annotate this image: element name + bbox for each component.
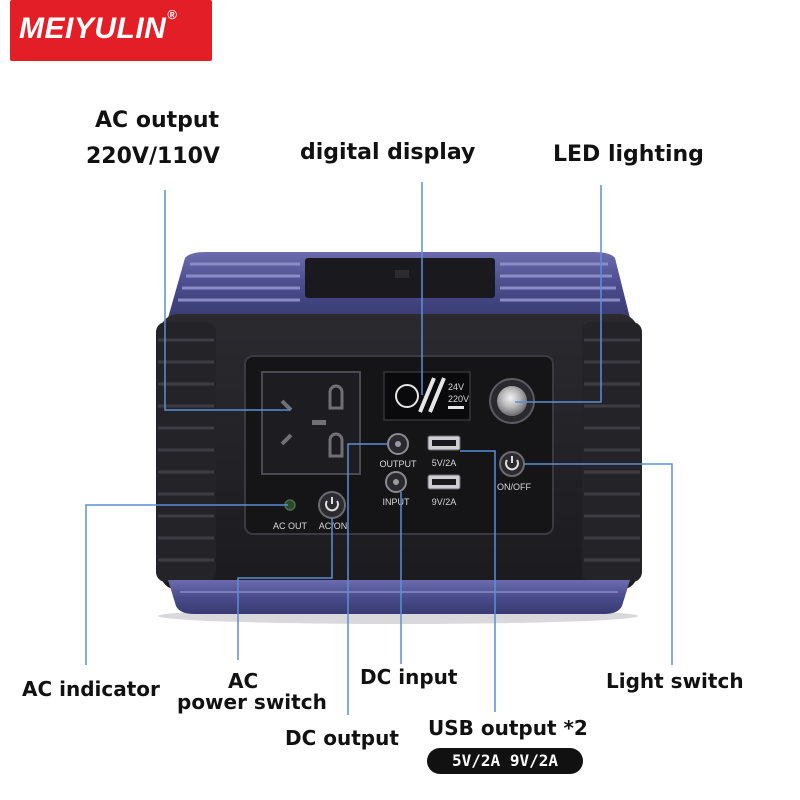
light-switch-button[interactable]: [499, 451, 525, 477]
callout-usb-output: USB output *2: [428, 716, 588, 740]
svg-text:24V: 24V: [448, 382, 464, 392]
callout-dc-output: DC output: [285, 726, 399, 750]
panel-label-output: OUTPUT: [380, 459, 418, 469]
callout-lines: [85, 182, 673, 715]
panel-label-ac-out: AC OUT: [273, 521, 308, 531]
callout-ac-indicator: AC indicator: [22, 677, 160, 701]
brand-name: MEIYULIN®: [19, 7, 178, 45]
callout-line-ac-power-switch: [237, 518, 333, 660]
callout-light-switch: Light switch: [606, 669, 744, 693]
ac-power-switch-button[interactable]: [318, 491, 346, 519]
right-grip: [582, 322, 642, 582]
callout-digital-display: digital display: [300, 140, 476, 165]
panel-label-input: INPUT: [383, 497, 411, 507]
callout-line-usb-output: [460, 450, 496, 712]
digital-display: 24V 220V: [383, 371, 471, 421]
panel-label-usb1: 5V/2A: [432, 458, 457, 468]
callout-line-led-lighting: [515, 185, 602, 403]
panel-label-usb2: 9V/2A: [432, 497, 457, 507]
callout-line-ac-output: [164, 190, 290, 411]
bottom-frame: [168, 580, 630, 614]
usb-port-1[interactable]: [427, 435, 461, 451]
callout-ac-power-switch-line2: power switch: [177, 690, 327, 714]
callout-ac-output-line1: AC output: [95, 108, 220, 133]
callout-line-light-switch: [524, 463, 673, 665]
ac-socket[interactable]: [261, 371, 361, 475]
left-grip: [156, 322, 216, 582]
dc-input-port[interactable]: [385, 471, 407, 493]
usb-port-2[interactable]: [427, 474, 461, 490]
top-frame: [168, 252, 630, 318]
brand-logo: MEIYULIN®: [10, 0, 212, 61]
dc-output-port[interactable]: [387, 433, 409, 455]
callout-line-dc-output: [347, 443, 388, 715]
usb-specs-badge: 5V/2A 9V/2A: [427, 748, 583, 774]
led-lens: [497, 386, 527, 416]
callout-led-lighting: LED lighting: [553, 142, 704, 167]
svg-text:220V: 220V: [448, 394, 469, 404]
panel-label-on-off: ON/OFF: [497, 482, 531, 492]
callout-dc-input: DC input: [360, 665, 458, 689]
callout-ac-power-switch-line1: AC: [228, 669, 259, 693]
callout-ac-output-line2: 220V/110V: [86, 144, 220, 169]
panel-label-ac-on: AC/ON: [319, 521, 348, 531]
callout-line-ac-indicator: [85, 504, 288, 665]
